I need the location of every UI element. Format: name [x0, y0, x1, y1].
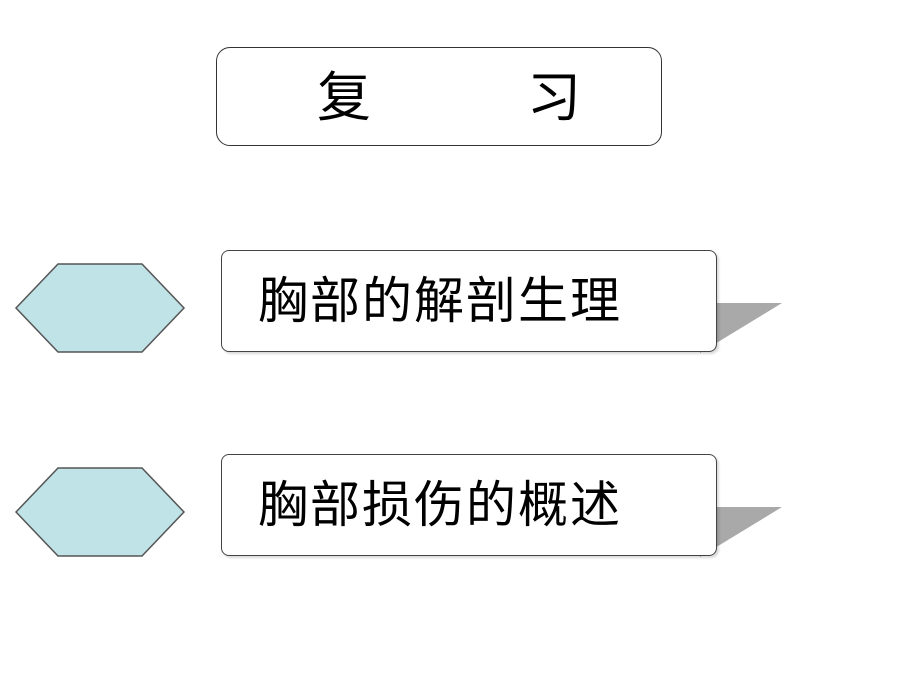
shadow-shape — [700, 303, 782, 353]
hexagon-icon — [14, 467, 186, 557]
title-box: 复 习 — [216, 47, 662, 146]
item-label-anatomy: 胸部的解剖生理 — [258, 272, 622, 330]
title-char-2: 习 — [527, 66, 581, 129]
item-row-anatomy[interactable]: 胸部的解剖生理 — [0, 248, 900, 358]
item-box-injury[interactable]: 胸部损伤的概述 — [221, 454, 717, 556]
title-char-1: 复 — [317, 66, 371, 129]
item-box-anatomy[interactable]: 胸部的解剖生理 — [221, 250, 717, 352]
item-label-injury: 胸部损伤的概述 — [258, 476, 622, 534]
shadow-shape — [700, 507, 782, 557]
item-row-injury[interactable]: 胸部损伤的概述 — [0, 452, 900, 562]
hexagon-icon — [14, 263, 186, 353]
